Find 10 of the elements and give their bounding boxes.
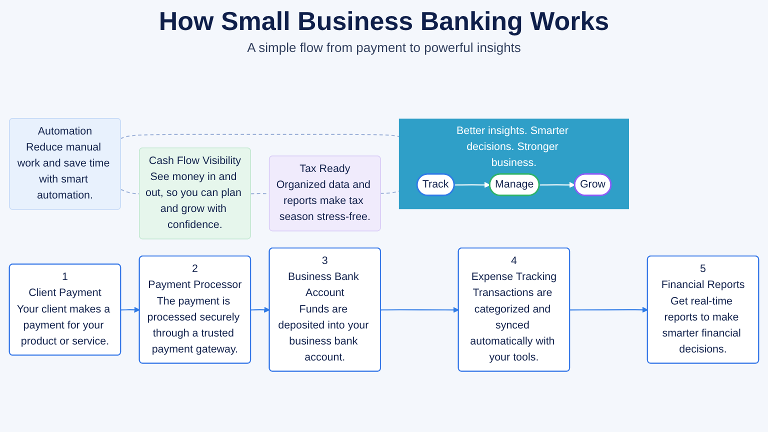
arrow — [380, 307, 459, 314]
arrow — [250, 307, 270, 313]
arrow — [570, 307, 648, 313]
subtitle: A simple flow from payment to powerful insights — [247, 40, 521, 55]
connector — [120, 134, 400, 140]
connector — [120, 189, 140, 194]
arrow — [539, 182, 576, 188]
arrow — [454, 182, 490, 188]
title: How Small Business Banking Works — [158, 6, 610, 37]
arrow — [120, 307, 140, 313]
